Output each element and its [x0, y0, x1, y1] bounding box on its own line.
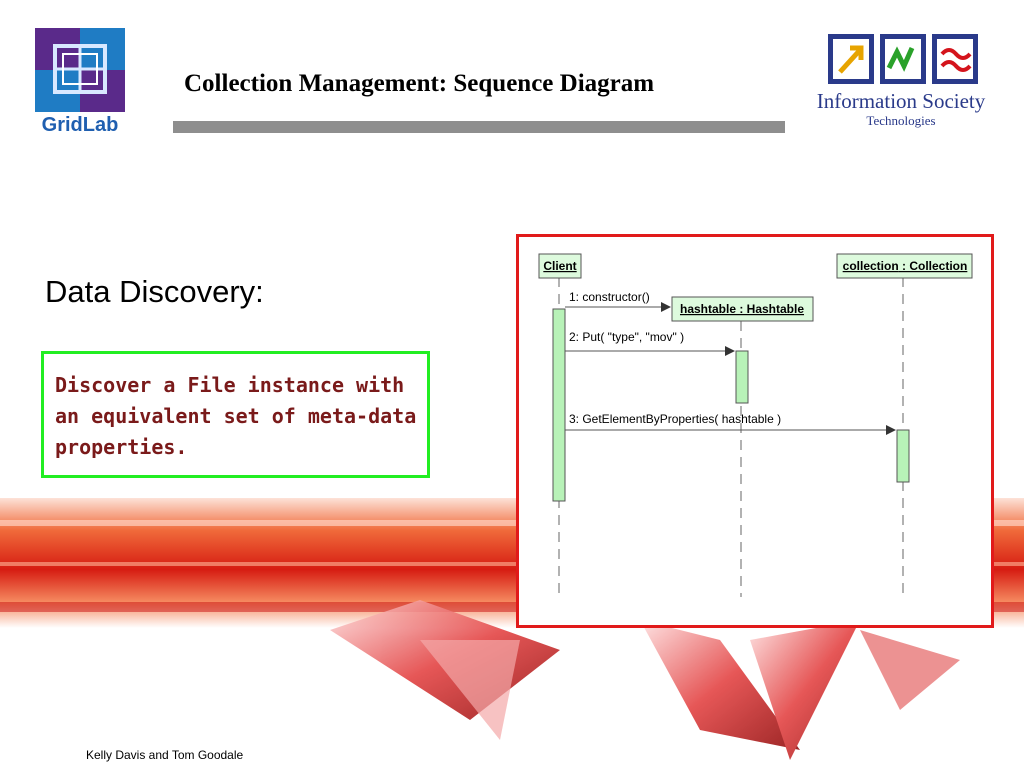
svg-text:Client: Client: [543, 259, 576, 273]
activation-client: [552, 308, 566, 502]
object-class-collection: : Collection: [899, 259, 968, 273]
footer-author: Kelly Davis and Tom Goodale: [86, 748, 244, 762]
object-name-client: Client: [543, 259, 576, 273]
message-3-label: 3: GetElementByProperties( hashtable ): [569, 412, 781, 426]
activation-collection: [896, 429, 910, 483]
object-box-client: [538, 253, 582, 279]
svg-text:hashtable : Hashtable: hashtable : Hashtable: [680, 302, 804, 316]
section-heading: Data Discovery:: [45, 274, 264, 309]
message-3-arrowhead: [886, 425, 896, 435]
message-1-label: 1: constructor(): [569, 290, 650, 304]
object-class-hashtable: : Hashtable: [736, 302, 804, 316]
gridlab-logo: GridLab: [33, 26, 127, 138]
sequence-diagram-frame: Client hashtable : Hashtable collection …: [516, 234, 994, 628]
ist-logo-line1: Information Society: [816, 89, 986, 113]
message-2-label: 2: Put( "type", "mov" ): [569, 330, 684, 344]
object-box-hashtable: [671, 296, 814, 322]
object-name-hashtable: hashtable: [680, 302, 736, 316]
note-text: Discover a File instance with an equival…: [55, 373, 417, 459]
svg-text:collection : Collection: collection : Collection: [843, 259, 968, 273]
message-1-arrowhead: [661, 302, 671, 312]
gridlab-logo-text: GridLab: [41, 114, 119, 136]
activation-hashtable: [735, 350, 749, 404]
note-box: Discover a File instance with an equival…: [41, 351, 430, 478]
object-name-collection: collection: [843, 259, 899, 273]
object-box-collection: [836, 253, 973, 279]
message-2-arrowhead: [725, 346, 735, 356]
ist-logo-line2: Technologies: [866, 113, 936, 128]
slide-title: Collection Management: Sequence Diagram: [184, 70, 655, 97]
ist-logo: [804, 30, 998, 130]
sequence-diagram: Client hashtable : Hashtable collection …: [538, 253, 973, 597]
title-rule: [173, 121, 785, 133]
